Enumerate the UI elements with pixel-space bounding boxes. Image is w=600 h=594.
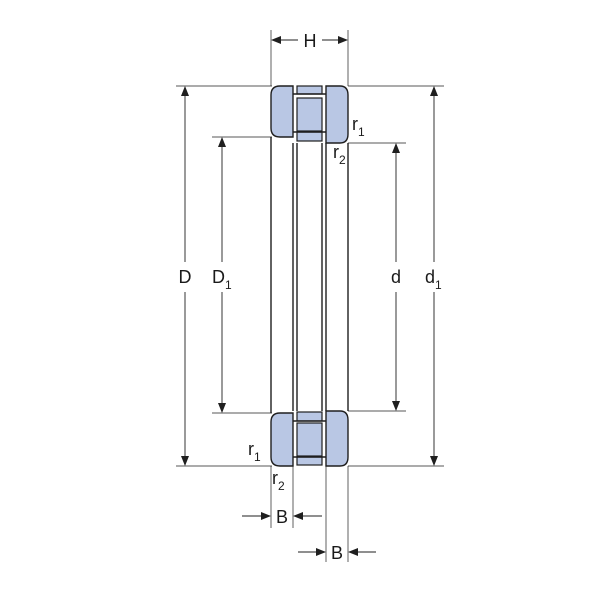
label-r1-top: r1 [352, 114, 365, 139]
label-D1: D1 [212, 267, 232, 292]
bearing-section [270, 85, 349, 467]
label-r1-bottom: r1 [248, 439, 261, 464]
label-B-right: B [331, 543, 343, 563]
top-right-washer [325, 85, 349, 144]
label-r2-top: r2 [333, 142, 346, 167]
top-roller [296, 97, 323, 132]
label-D: D [179, 267, 192, 287]
label-d: d [391, 267, 401, 287]
label-r2-bottom: r2 [272, 468, 285, 493]
dimension-lines [181, 36, 438, 556]
bottom-cage-upper [296, 411, 323, 422]
bottom-left-washer [270, 412, 294, 467]
label-B-left: B [276, 507, 288, 527]
dimension-labels: H D D1 d d1 r1 r2 r1 r2 B B [179, 31, 443, 563]
label-d1: d1 [425, 267, 442, 292]
top-cage-lower [296, 131, 323, 142]
bottom-cage-lower [296, 456, 323, 466]
top-cage-upper [296, 85, 323, 95]
bottom-roller [296, 422, 323, 457]
bottom-right-washer [325, 410, 349, 467]
top-left-washer [270, 85, 294, 138]
label-H: H [304, 31, 317, 51]
extension-lines [176, 30, 444, 562]
